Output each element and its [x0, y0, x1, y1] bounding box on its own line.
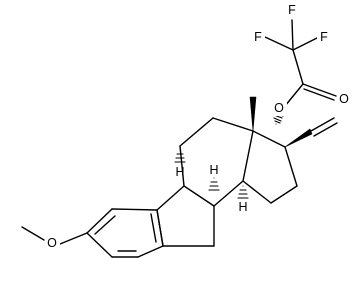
fluorine-atom-2: F: [254, 30, 262, 44]
wedge-bond-c17-vinyl: [284, 128, 313, 148]
hydrogen-c14: H: [238, 200, 247, 214]
ring-d: [242, 130, 298, 204]
carbonyl-oxygen-atom: O: [339, 92, 349, 106]
ring-a-aromatic: [86, 208, 164, 258]
hydrogen-c9: H: [175, 165, 184, 179]
bond-cf3-f3: [292, 37, 318, 51]
hashed-bond-c8-h: [208, 177, 220, 191]
methoxy-group: [21, 226, 88, 245]
bond-vinyl-double-2: [313, 122, 338, 137]
bond-cf3-f2: [264, 36, 294, 51]
trifluoromethyl-group: [264, 19, 318, 85]
hashed-bond-c14-h: [237, 185, 249, 199]
bond-carbonyl-double-1: [302, 83, 337, 97]
bond-carbonyl-oxygen: [284, 83, 304, 107]
wedge-bond-c13-methyl: [249, 96, 257, 132]
ring-b: [156, 185, 215, 247]
bond-cf3-f1: [291, 19, 294, 51]
fluorine-atom-1: F: [288, 3, 296, 17]
hydrogen-c8: H: [209, 163, 218, 177]
ring-c: [179, 117, 254, 207]
hashed-bond-c9-h: [174, 149, 186, 163]
bond-cf3-carbonyl: [292, 49, 304, 85]
atom-labels: F F F O O O H H H: [45, 2, 352, 251]
fluorine-atom-3: F: [320, 30, 328, 44]
vinyl-group: [284, 117, 338, 148]
methoxy-oxygen-atom: O: [47, 236, 57, 250]
bond-vinyl-double-1: [310, 117, 335, 132]
ester-oxygen-atom: O: [274, 101, 284, 115]
bond-carbonyl-double-2: [303, 88, 335, 101]
